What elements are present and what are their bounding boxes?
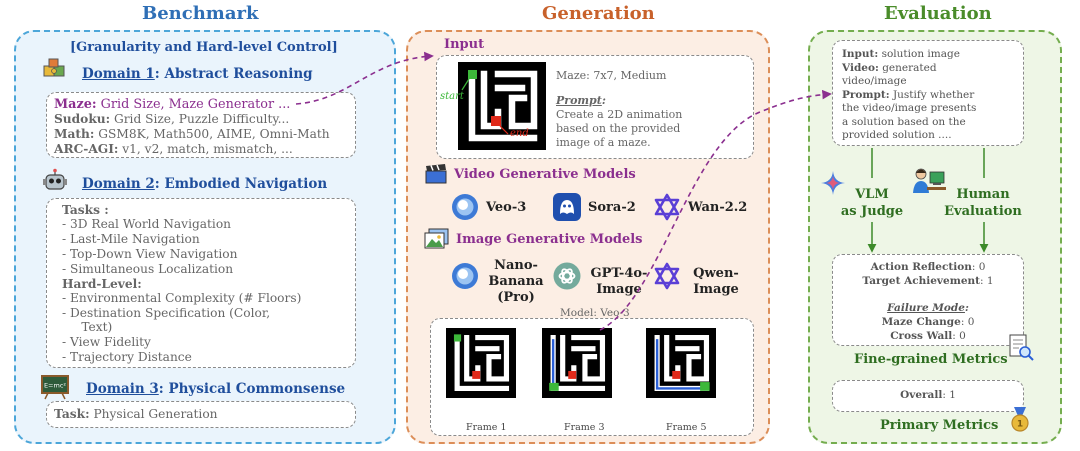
domain2-title: Domain 2: Embodied Navigation bbox=[82, 176, 328, 192]
medal-icon: 1 bbox=[1011, 407, 1029, 432]
benchmark-header: [Granularity and Hard-level Control] bbox=[70, 40, 338, 55]
qwen-logo-icon bbox=[654, 262, 680, 290]
maze-info: Maze: 7x7, Medium bbox=[556, 69, 667, 82]
image-models-title: Image Generative Models bbox=[456, 232, 643, 247]
hard-item: Text) bbox=[62, 320, 113, 334]
fine-grained-metrics-title: Fine-grained Metrics bbox=[854, 352, 1008, 367]
nano-banana-label: Nano- Banana (Pro) bbox=[488, 258, 544, 305]
task-item: - 3D Real World Navigation bbox=[62, 217, 232, 231]
medal-number: 1 bbox=[1017, 420, 1023, 430]
human-evaluation-label: Human Evaluation bbox=[944, 187, 1022, 219]
primary-metrics-title: Primary Metrics bbox=[880, 418, 999, 433]
image-gallery-icon bbox=[424, 228, 449, 249]
evaluation-title: Evaluation bbox=[884, 3, 992, 24]
frame1-maze bbox=[446, 328, 516, 398]
frame-label: Frame 5 bbox=[666, 422, 707, 433]
wan22-label: Wan-2.2 bbox=[688, 200, 748, 215]
prompt-line: based on the provided bbox=[556, 122, 681, 135]
math-row: Math: GSM8K, Math500, AIME, Omni-Math bbox=[54, 127, 330, 141]
sora-logo-icon bbox=[553, 193, 581, 221]
qwen-image-label: Qwen- Image bbox=[693, 266, 739, 297]
overall-box bbox=[832, 380, 1024, 412]
domain3-box bbox=[46, 401, 356, 428]
prompt-line: Create a 2D animation bbox=[556, 108, 683, 121]
video-models-title: Video Generative Models bbox=[454, 167, 636, 182]
physical-task-row: Task: Physical Generation bbox=[54, 407, 218, 421]
tasks-label: Tasks : bbox=[62, 203, 109, 217]
openai-logo-icon bbox=[553, 262, 581, 290]
input-label: Input bbox=[444, 37, 485, 52]
frame3-maze bbox=[542, 328, 612, 398]
prompt-label: Prompt: bbox=[556, 94, 606, 107]
frame-label: Frame 1 bbox=[466, 422, 507, 433]
cross-wall-row: Cross Wall: 0 bbox=[890, 330, 966, 342]
frame5-maze bbox=[646, 328, 716, 398]
hard-item: - Environmental Complexity (# Floors) bbox=[62, 291, 302, 305]
gemini-sparkle-icon bbox=[821, 171, 845, 195]
fine-metrics-box bbox=[832, 254, 1024, 346]
generation-title: Generation bbox=[542, 3, 655, 24]
blackboard-text: E=mc² bbox=[44, 382, 66, 390]
gpt4o-image-label: GPT-4o- Image bbox=[590, 266, 648, 297]
wan-logo-icon bbox=[654, 193, 680, 221]
nano-banana-logo-icon bbox=[452, 263, 478, 289]
domain1-title: Domain 1: Abstract Reasoning bbox=[82, 66, 313, 82]
failure-mode-label: Failure Mode: bbox=[887, 302, 969, 314]
input-maze-image bbox=[458, 62, 546, 150]
domain3-title: Domain 3: Physical Commonsense bbox=[86, 381, 346, 397]
puzzle-icon bbox=[43, 58, 65, 77]
report-magnifier-icon bbox=[1009, 334, 1034, 361]
domain2-box bbox=[46, 198, 356, 368]
hard-level-label: Hard-Level: bbox=[62, 277, 142, 291]
task-item: - Simultaneous Localization bbox=[62, 262, 234, 276]
hard-item: - Destination Specification (Color, bbox=[62, 306, 271, 320]
prompt-line: image of a maze. bbox=[556, 136, 651, 149]
benchmark-title: Benchmark bbox=[142, 3, 259, 24]
action-reflection-row: Action Reflection: 0 bbox=[870, 261, 986, 273]
robot-icon bbox=[43, 168, 67, 190]
frame-label: Frame 3 bbox=[564, 422, 605, 433]
arc-agi-row: ARC-AGI: v1, v2, match, mismatch, ... bbox=[54, 142, 293, 156]
maze-change-row: Maze Change: 0 bbox=[881, 316, 975, 328]
overall-row: Overall: 1 bbox=[900, 389, 956, 401]
veo3-label: Veo-3 bbox=[486, 200, 527, 215]
eval-input-box bbox=[832, 40, 1024, 146]
hard-item: - View Fidelity bbox=[62, 335, 151, 349]
sora2-label: Sora-2 bbox=[588, 200, 636, 215]
target-achievement-row: Target Achievement: 1 bbox=[862, 275, 994, 287]
maze-row: Maze: Grid Size, Maze Generator ... bbox=[54, 97, 291, 112]
video-clapper-icon bbox=[425, 164, 447, 184]
veo-logo-icon bbox=[452, 194, 478, 220]
vlm-judge-label: VLM as Judge bbox=[840, 187, 904, 219]
task-item: - Top-Down View Navigation bbox=[62, 247, 238, 261]
blackboard-icon: E=mc² bbox=[41, 375, 69, 400]
start-label: start bbox=[440, 91, 464, 102]
hard-item: - Trajectory Distance bbox=[62, 350, 192, 364]
human-evaluator-icon bbox=[913, 168, 946, 193]
end-label: end bbox=[510, 128, 529, 139]
task-item: - Last-Mile Navigation bbox=[62, 232, 200, 246]
sudoku-row: Sudoku: Grid Size, Puzzle Difficulty... bbox=[54, 112, 290, 126]
eval-input-text: Input: solution image Video: generated v… bbox=[842, 48, 977, 141]
